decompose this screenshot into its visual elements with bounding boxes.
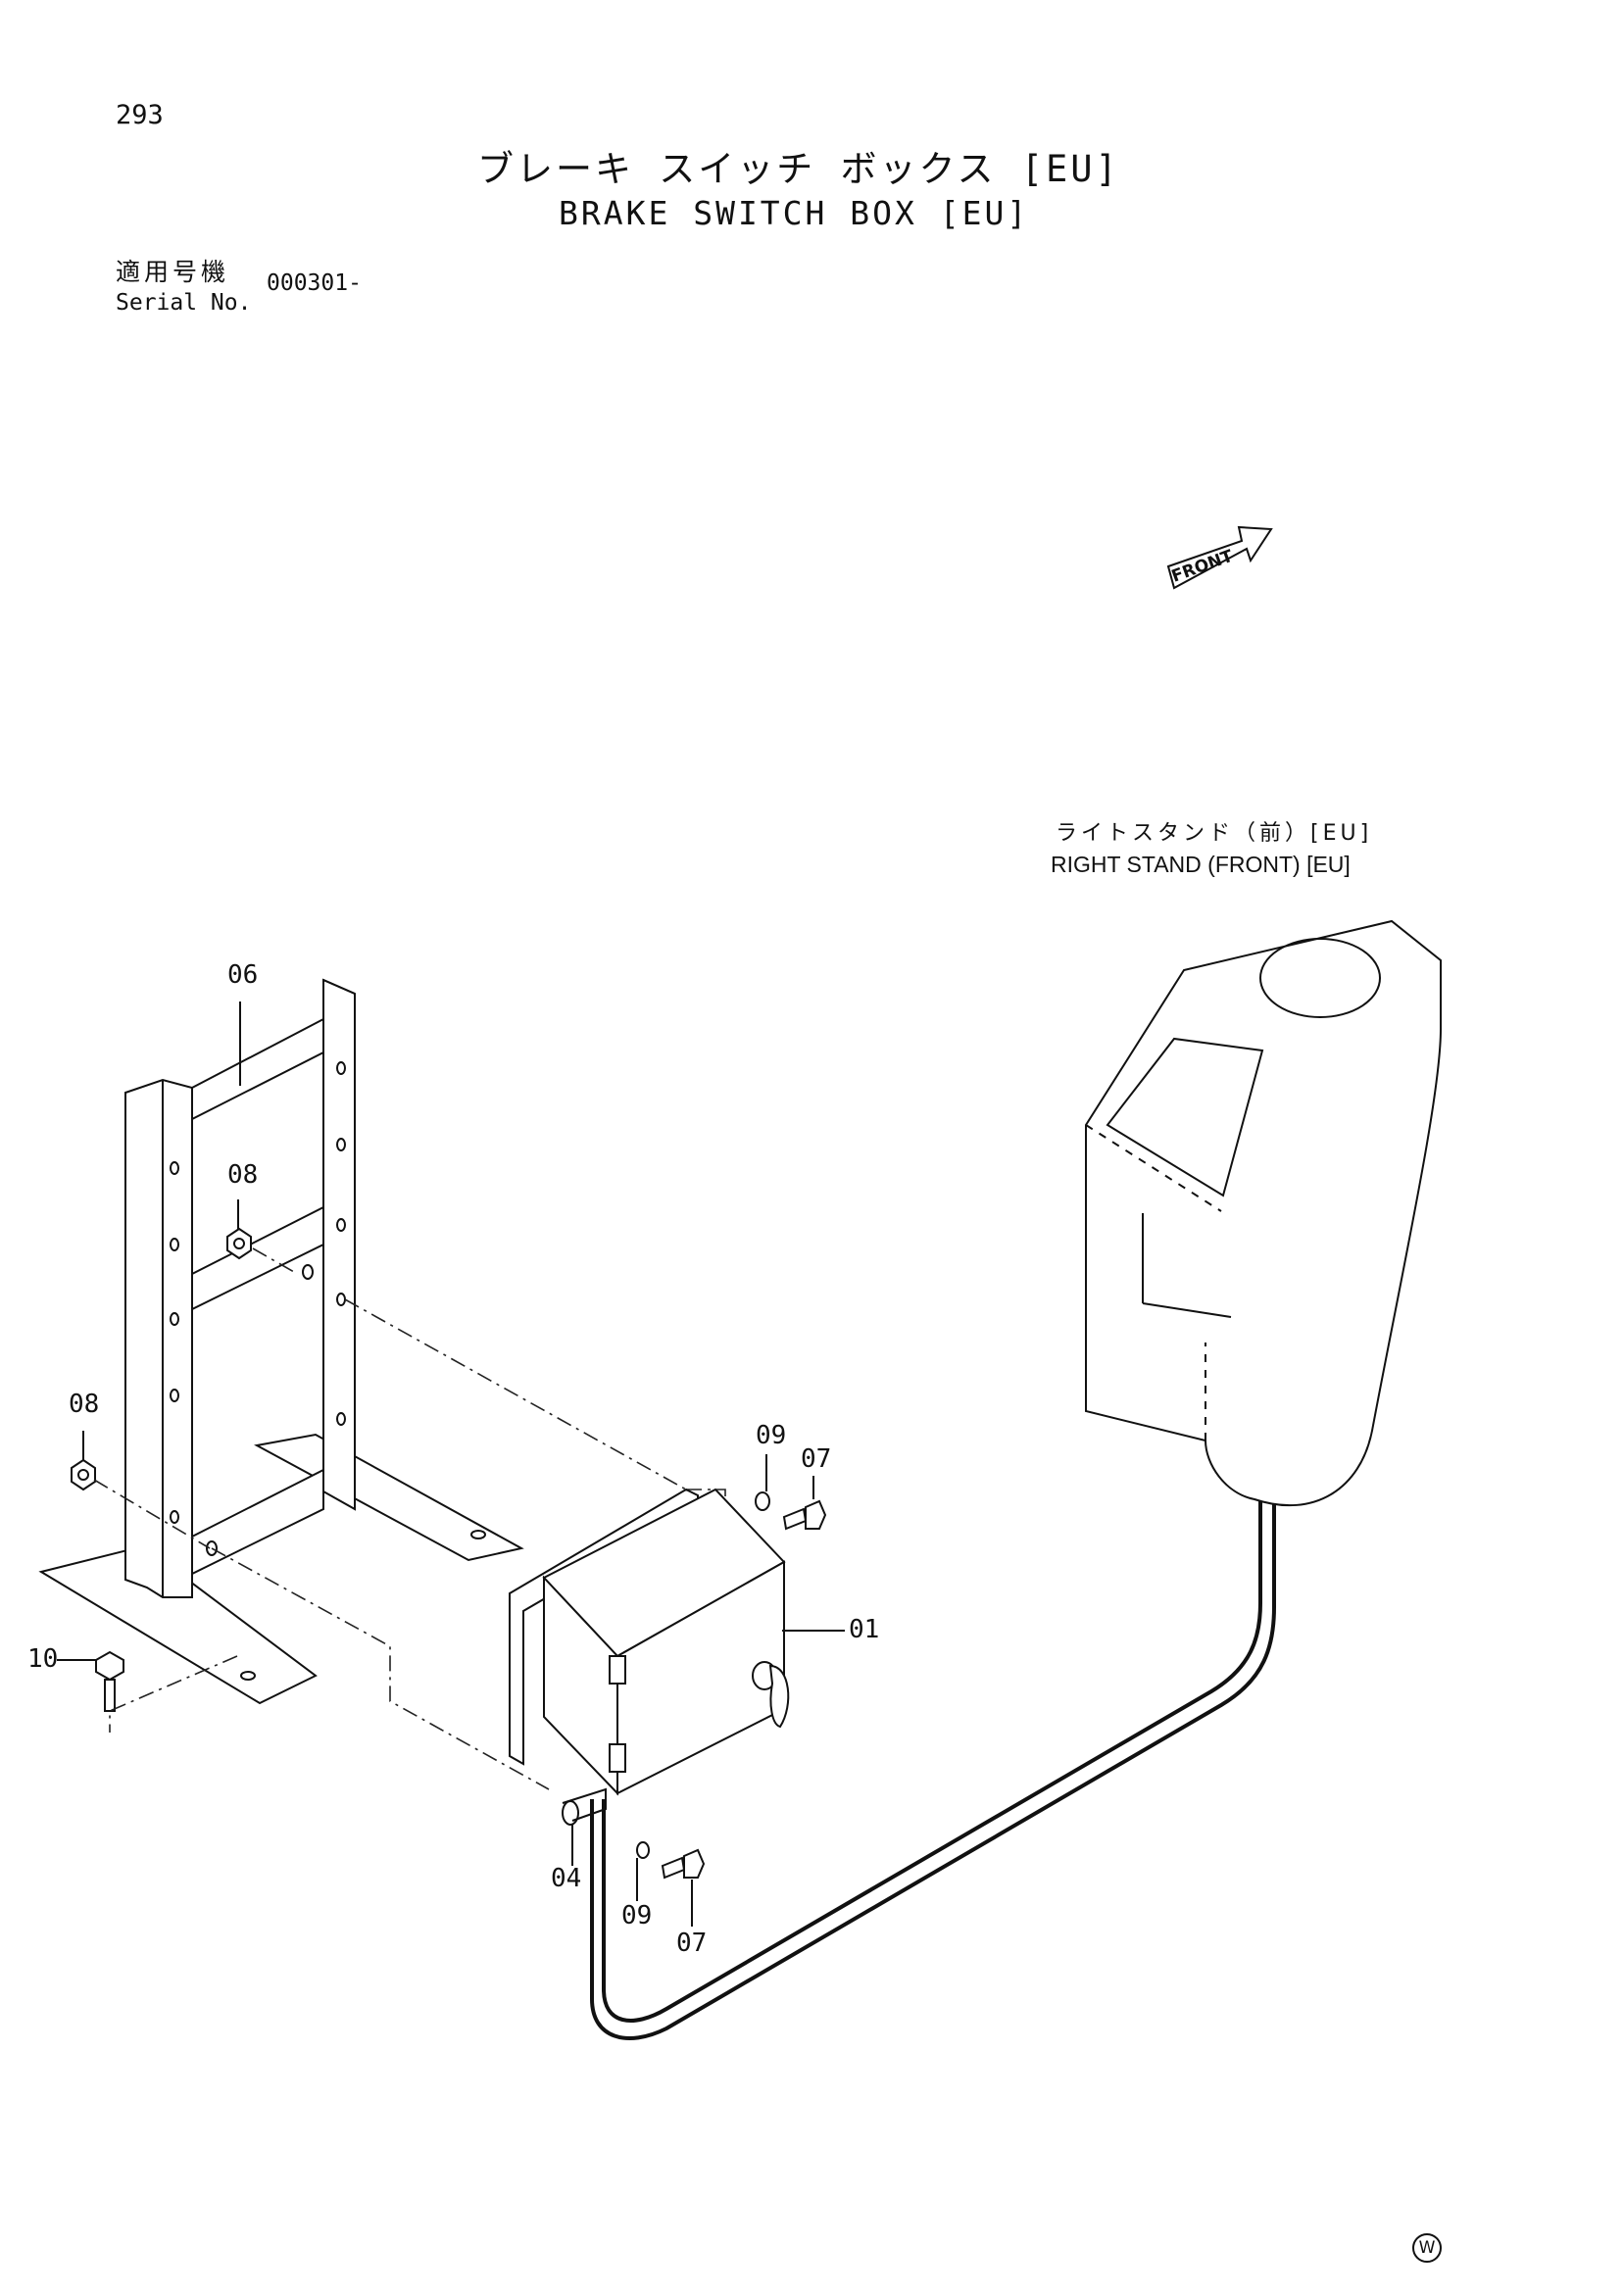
bolt-07-upper-icon: [782, 1499, 827, 1531]
callout-07-upper: 07: [801, 1444, 832, 1474]
callout-07-lower: 07: [676, 1929, 708, 1958]
serial-label-english: Serial No.: [116, 290, 252, 316]
front-arrow-icon: FRONT: [1166, 525, 1273, 590]
callout-06: 06: [227, 960, 259, 990]
right-stand-label-english: RIGHT STAND (FRONT) [EU]: [1051, 852, 1351, 877]
right-stand-label-japanese: ライトスタンド（前）[EU]: [1056, 821, 1373, 846]
callout-09-upper: 09: [756, 1421, 787, 1450]
leader-lines: [57, 1001, 845, 1927]
serial-label-japanese: 適用号機: [116, 258, 230, 286]
callout-10: 10: [27, 1644, 59, 1674]
title-english: BRAKE SWITCH BOX [EU]: [559, 194, 1030, 232]
front-arrow-label: FRONT: [1169, 547, 1236, 587]
callout-08-upper: 08: [227, 1160, 259, 1190]
callout-08-lower: 08: [69, 1390, 100, 1419]
assembly-lines: [93, 1247, 726, 1790]
key-switch-icon: [752, 1661, 790, 1729]
switch-box-01: [509, 1488, 790, 1796]
washer-09-upper-icon: [755, 1491, 770, 1511]
bolt-07-lower-icon: [661, 1848, 706, 1880]
right-stand-housing: [1085, 919, 1442, 1507]
nut-08-upper-icon: [226, 1227, 252, 1260]
serial-number-value: 000301-: [267, 270, 362, 296]
callout-04: 04: [551, 1864, 582, 1893]
corner-circled-mark: W: [1412, 2233, 1442, 2263]
washer-09-lower-icon: [636, 1841, 650, 1859]
clamp-04-icon: [562, 1787, 607, 1826]
nut-08-lower-icon: [71, 1458, 96, 1491]
bolt-10-icon: [95, 1650, 124, 1712]
bracket-06: [38, 978, 524, 1705]
page-number: 293: [116, 100, 164, 130]
callout-09-lower: 09: [621, 1901, 653, 1930]
callout-01: 01: [849, 1615, 880, 1644]
title-japanese: ブレーキ スイッチ ボックス [EU]: [477, 148, 1120, 190]
